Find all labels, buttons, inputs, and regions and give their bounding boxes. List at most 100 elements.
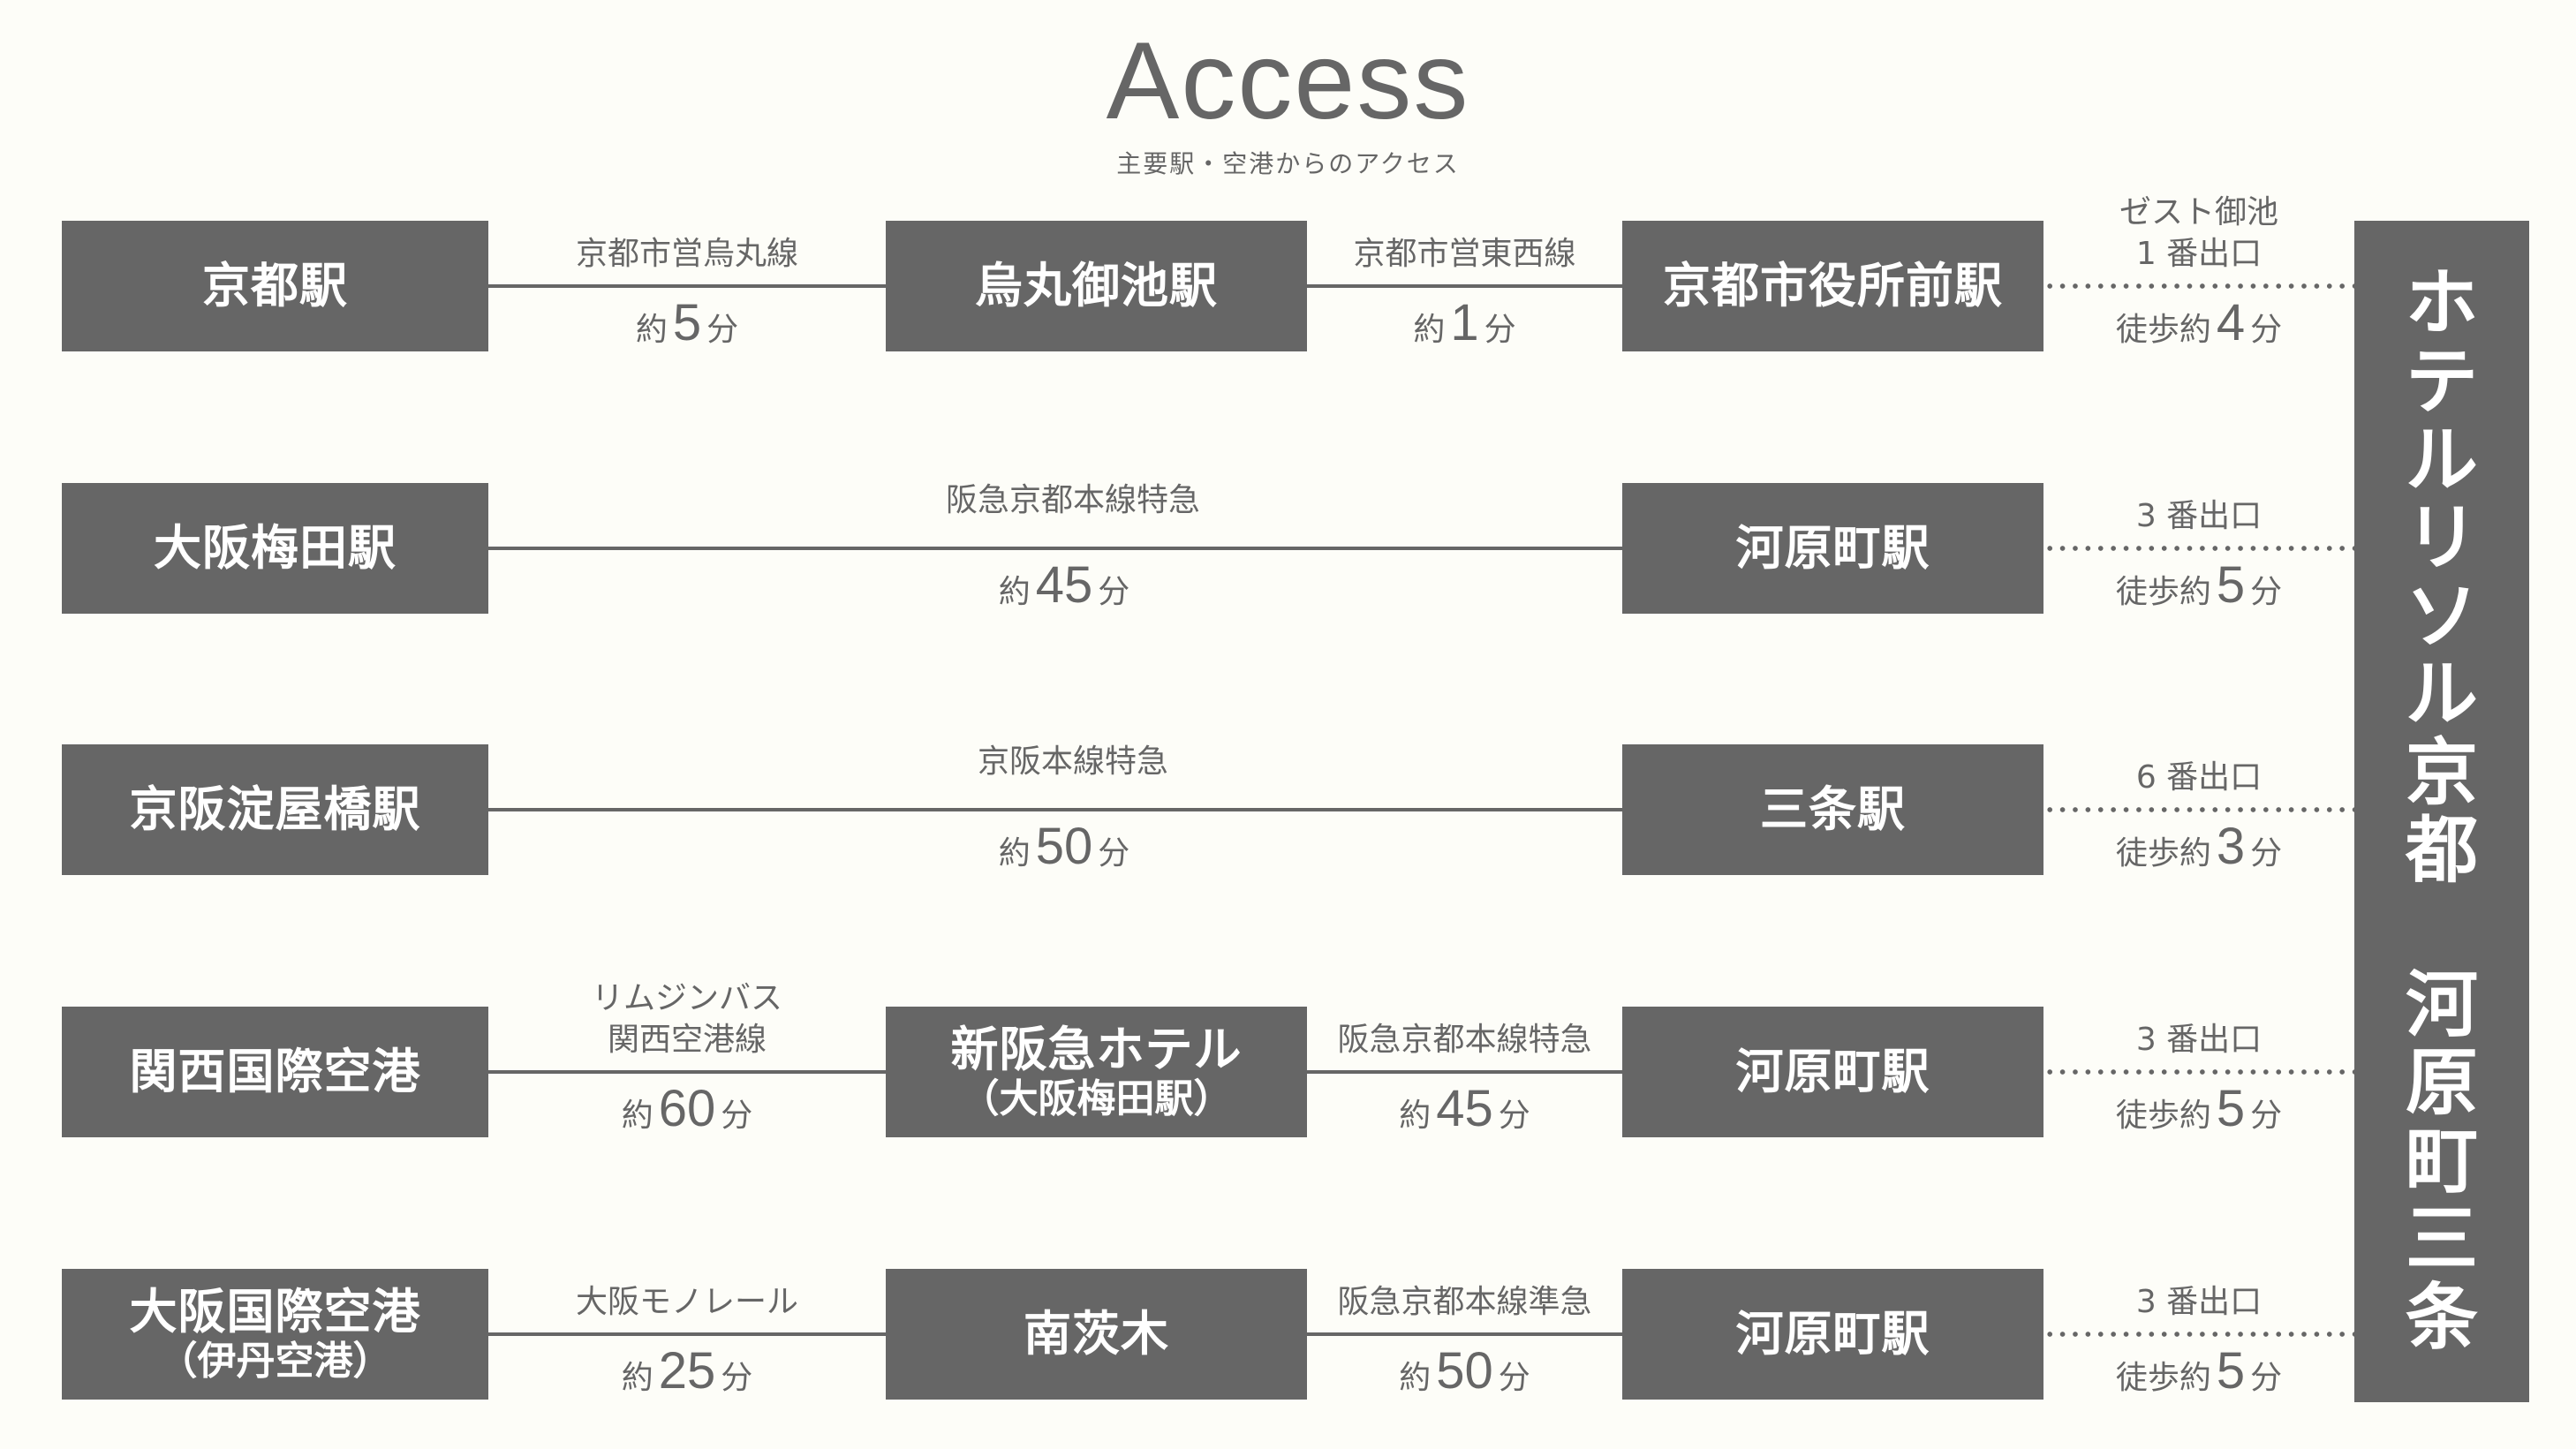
line-name-label: 阪急京都本線特急 — [1244, 1020, 1686, 1061]
time-unit: 分 — [1484, 312, 1516, 348]
walking-dotted-line — [2043, 1332, 2354, 1337]
time-minutes: 50 — [1436, 1342, 1493, 1400]
exit-label: 3 番出口 — [1978, 1282, 2420, 1324]
walking-dotted-line — [2043, 1069, 2354, 1075]
time-minutes: 3 — [2216, 818, 2246, 875]
arrival-station-box: 河原町駅 — [1622, 1007, 2043, 1137]
time-minutes: 45 — [1035, 556, 1093, 614]
hotel-area: 河原町三条 — [2405, 962, 2478, 1358]
station-name: 三条駅 — [1760, 781, 1906, 837]
exit-label: 3 番出口 — [1978, 496, 2420, 538]
label-line: 6 番出口 — [2135, 759, 2262, 796]
route-line — [1307, 1332, 1622, 1336]
time-prefix: 徒歩約 — [2115, 1098, 2211, 1134]
time-minutes: 5 — [2216, 556, 2246, 614]
time-unit: 分 — [721, 1098, 753, 1134]
time-minutes: 1 — [1450, 294, 1479, 351]
time-minutes: 5 — [2216, 1080, 2246, 1137]
hotel-name-char: ホ — [2405, 261, 2478, 346]
line-name-label: 阪急京都本線準急 — [1244, 1282, 1686, 1324]
station-name: 京都駅 — [202, 257, 348, 313]
label-line: 3 番出口 — [2135, 498, 2262, 534]
time-prefix: 徒歩約 — [2115, 1360, 2211, 1396]
time-prefix: 徒歩約 — [2115, 835, 2211, 872]
hotel-name-char: リ — [2405, 496, 2478, 581]
arrival-station-box: 京都市役所前駅 — [1622, 221, 2043, 351]
route-line — [1307, 1070, 1622, 1074]
hotel-name-char: テ — [2405, 339, 2478, 424]
time-minutes: 25 — [658, 1342, 716, 1400]
time-prefix: 徒歩約 — [2115, 574, 2211, 610]
station-name: 京阪淀屋橋駅 — [129, 781, 421, 837]
hotel-name-char: ソ — [2405, 574, 2478, 659]
time-unit: 分 — [721, 1360, 753, 1396]
route-line — [1307, 284, 1622, 288]
line-name-label: 大阪モノレール — [466, 1282, 908, 1324]
station-name: 新阪急ホテル — [950, 1021, 1243, 1077]
label-line: 大阪モノレール — [575, 1284, 798, 1320]
label-line: 阪急京都本線準急 — [1337, 1284, 1592, 1320]
route-line — [488, 808, 1622, 811]
label-line: 阪急京都本線特急 — [945, 482, 1200, 518]
route-line — [488, 547, 1622, 550]
hotel-name-char: ル — [2405, 418, 2478, 502]
walking-dotted-line — [2043, 807, 2354, 812]
walking-dotted-line — [2043, 283, 2354, 289]
hotel-name-char: 町 — [2405, 1119, 2478, 1204]
time-unit: 分 — [1498, 1098, 1530, 1134]
time-minutes: 5 — [672, 294, 702, 351]
origin-station-box: 大阪国際空港（伊丹空港） — [62, 1269, 488, 1400]
line-name-label: 京都市営烏丸線 — [466, 234, 908, 275]
station-name: 河原町駅 — [1735, 1305, 1930, 1362]
page-subtitle: 主要駅・空港からのアクセス — [1116, 149, 1460, 178]
station-name: 河原町駅 — [1735, 1043, 1930, 1099]
label-line: 3 番出口 — [2135, 1022, 2262, 1058]
hotel-destination-box: ホテルリソル京都 河原町三条 — [2354, 221, 2529, 1402]
time-prefix: 約 — [998, 835, 1031, 872]
time-minutes: 4 — [2216, 294, 2246, 351]
time-prefix: 徒歩約 — [2115, 312, 2211, 348]
exit-label: 6 番出口 — [1978, 758, 2420, 799]
time-minutes: 50 — [1035, 818, 1093, 875]
time-unit: 分 — [1498, 1360, 1530, 1396]
hotel-name-char: 三 — [2405, 1197, 2478, 1282]
page-title: Access — [1106, 20, 1470, 142]
origin-station-box: 京都駅 — [62, 221, 488, 351]
transfer-station-box: 烏丸御池駅 — [886, 221, 1307, 351]
line-name-label: 京都市営東西線 — [1244, 234, 1686, 275]
time-unit: 分 — [2250, 1098, 2283, 1134]
route-line — [488, 1332, 886, 1336]
hotel-name-char: 河 — [2405, 962, 2478, 1047]
label-line: 3 番出口 — [2135, 1284, 2262, 1320]
origin-station-box: 京阪淀屋橋駅 — [62, 744, 488, 875]
hotel-name-char: 京 — [2405, 730, 2478, 815]
time-unit: 分 — [1098, 574, 1130, 610]
arrival-station-box: 河原町駅 — [1622, 1269, 2043, 1400]
hotel-name-char: 都 — [2405, 809, 2478, 894]
hotel-name: ホテルリソル京都 — [2406, 265, 2478, 890]
transfer-station-box: 新阪急ホテル（大阪梅田駅） — [886, 1007, 1307, 1137]
station-name: 河原町駅 — [1735, 519, 1930, 576]
line-name-label: 阪急京都本線特急 — [852, 480, 1294, 522]
time-unit: 分 — [2250, 574, 2283, 610]
transfer-station-box: 南茨木 — [886, 1269, 1307, 1400]
station-name: 大阪国際空港 — [129, 1283, 421, 1340]
label-line: 関西空港線 — [607, 1021, 767, 1058]
label-line: 京都市営烏丸線 — [575, 236, 798, 272]
label-line: ゼスト御池 — [2119, 194, 2278, 230]
station-name: 関西国際空港 — [129, 1043, 421, 1099]
line-name-label: 京阪本線特急 — [852, 742, 1294, 783]
walking-dotted-line — [2043, 546, 2354, 551]
